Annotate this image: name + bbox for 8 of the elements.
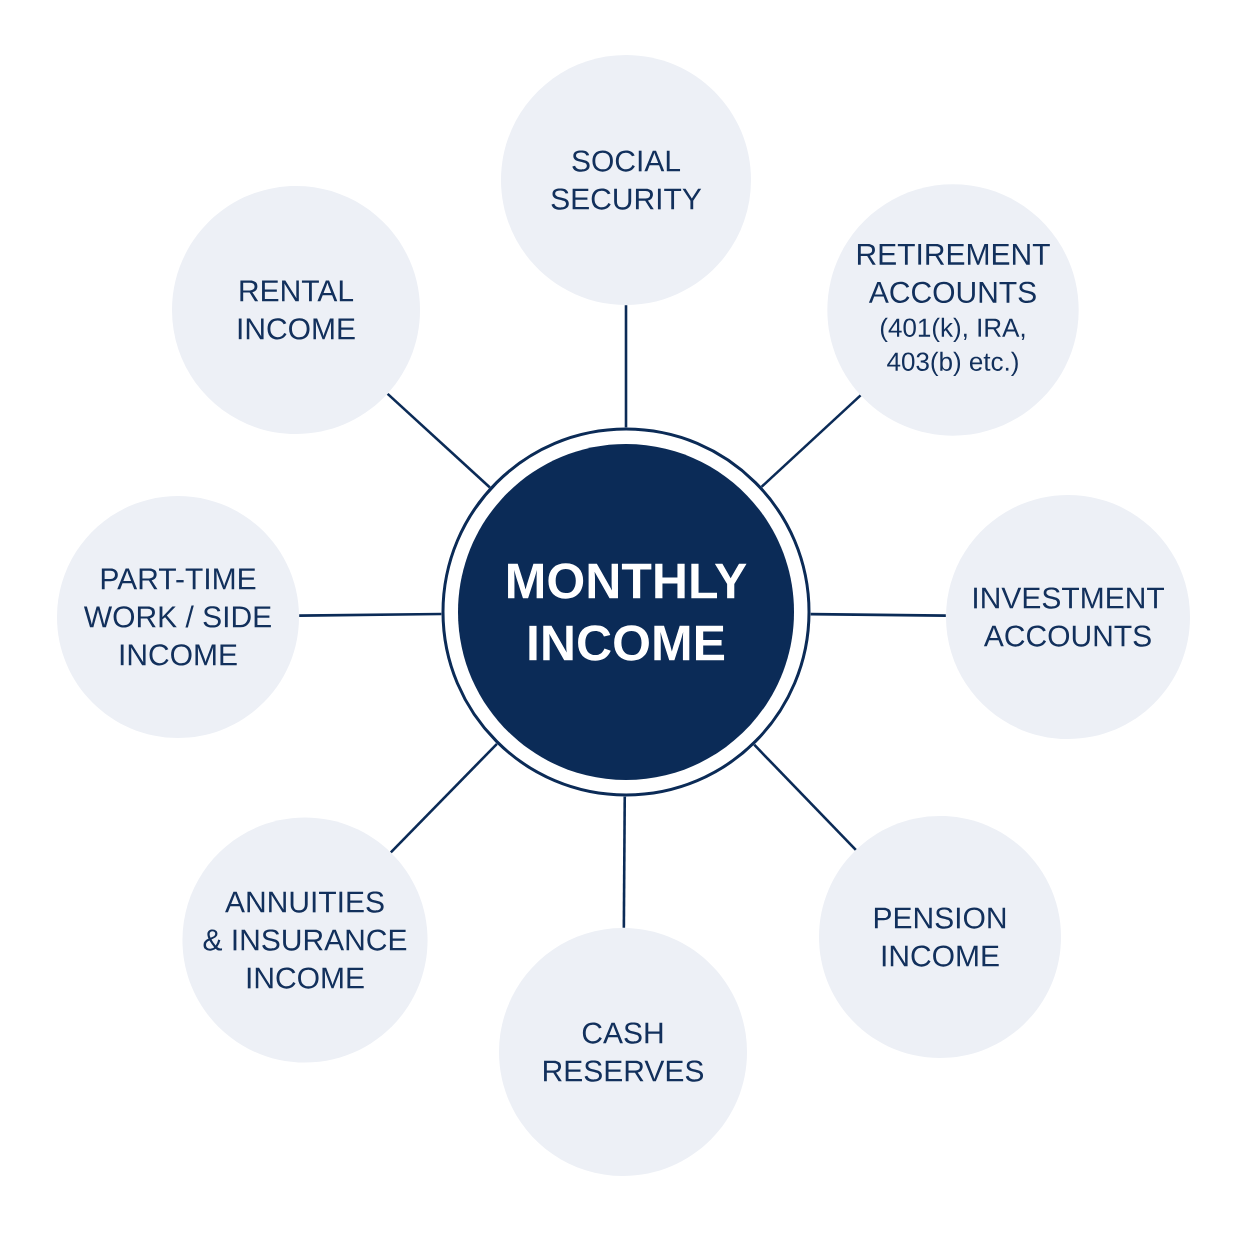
connector-line bbox=[810, 612, 946, 617]
connector-line bbox=[386, 392, 491, 489]
connector-line bbox=[753, 743, 857, 851]
connector-line bbox=[622, 796, 627, 928]
connector-line bbox=[760, 394, 862, 488]
connector-line bbox=[299, 612, 442, 617]
connector-line bbox=[624, 305, 628, 428]
connector-line bbox=[389, 742, 498, 854]
